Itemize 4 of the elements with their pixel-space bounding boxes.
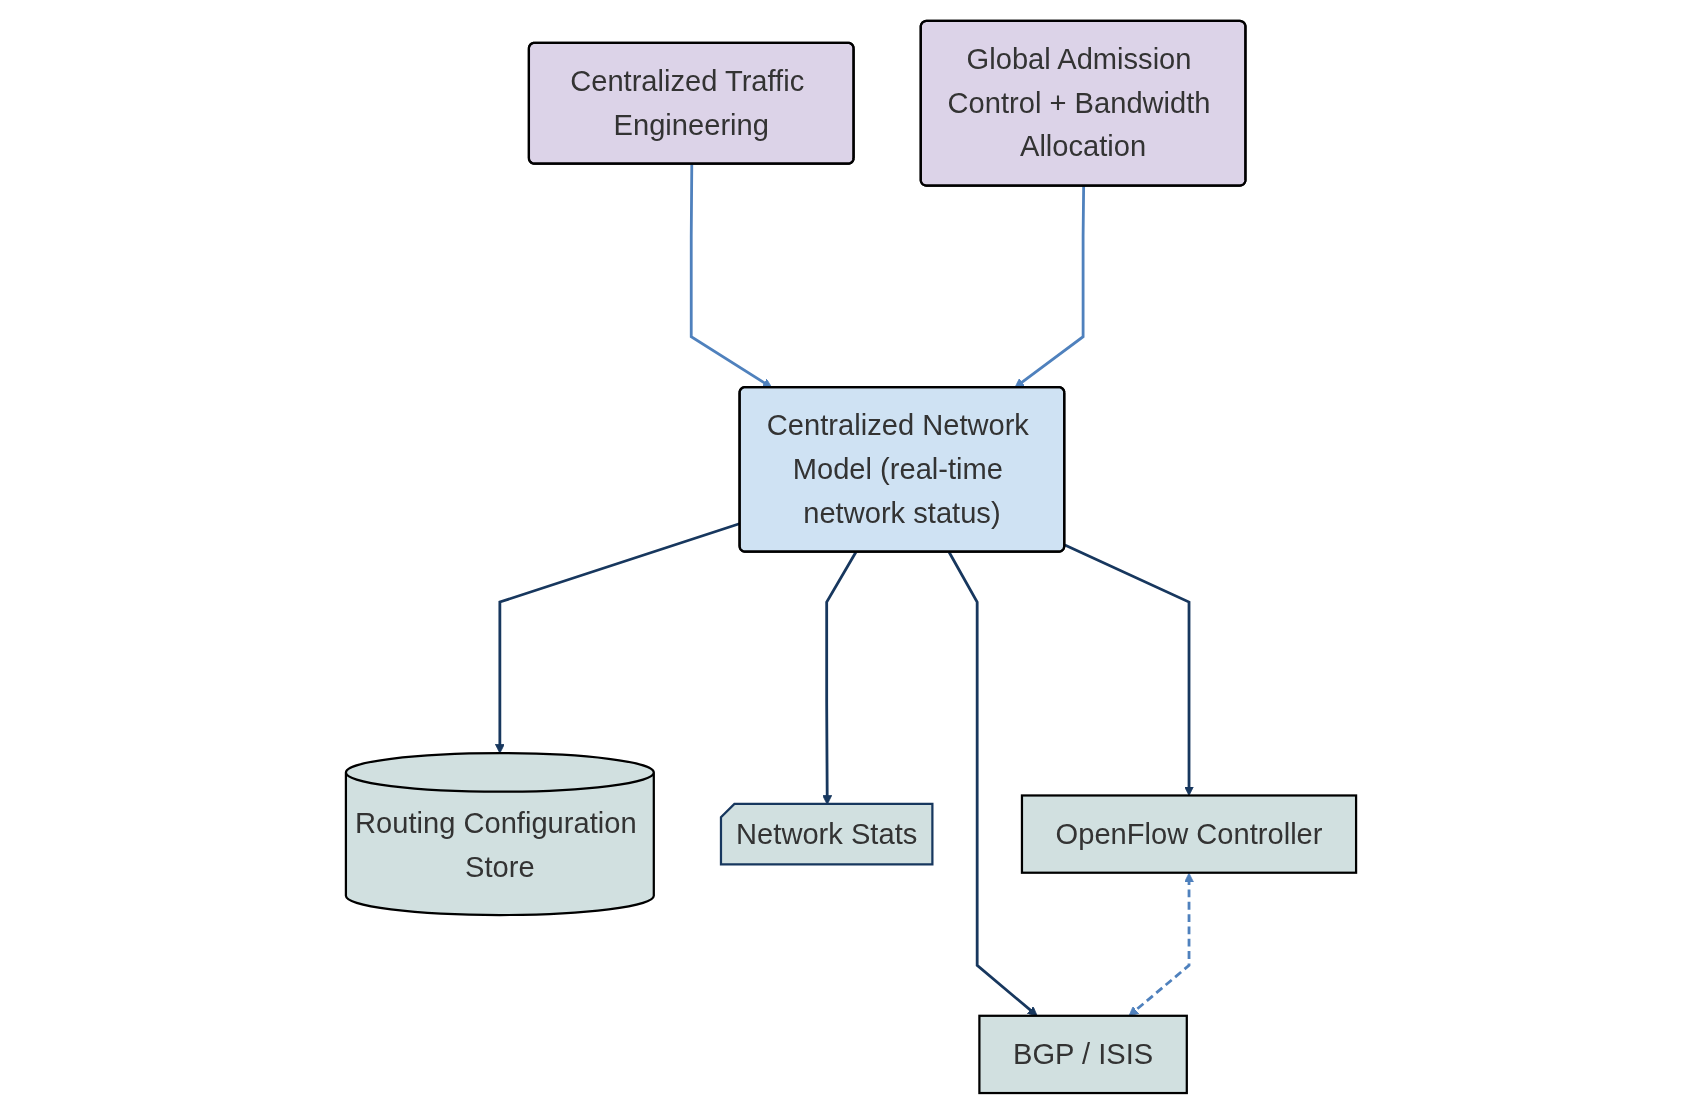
node-box: BGP / ISIS bbox=[977, 1014, 1188, 1094]
arrow bbox=[947, 551, 1038, 1016]
node-box: OpenFlow Controller bbox=[1020, 793, 1357, 874]
arrow bbox=[1128, 872, 1194, 1016]
